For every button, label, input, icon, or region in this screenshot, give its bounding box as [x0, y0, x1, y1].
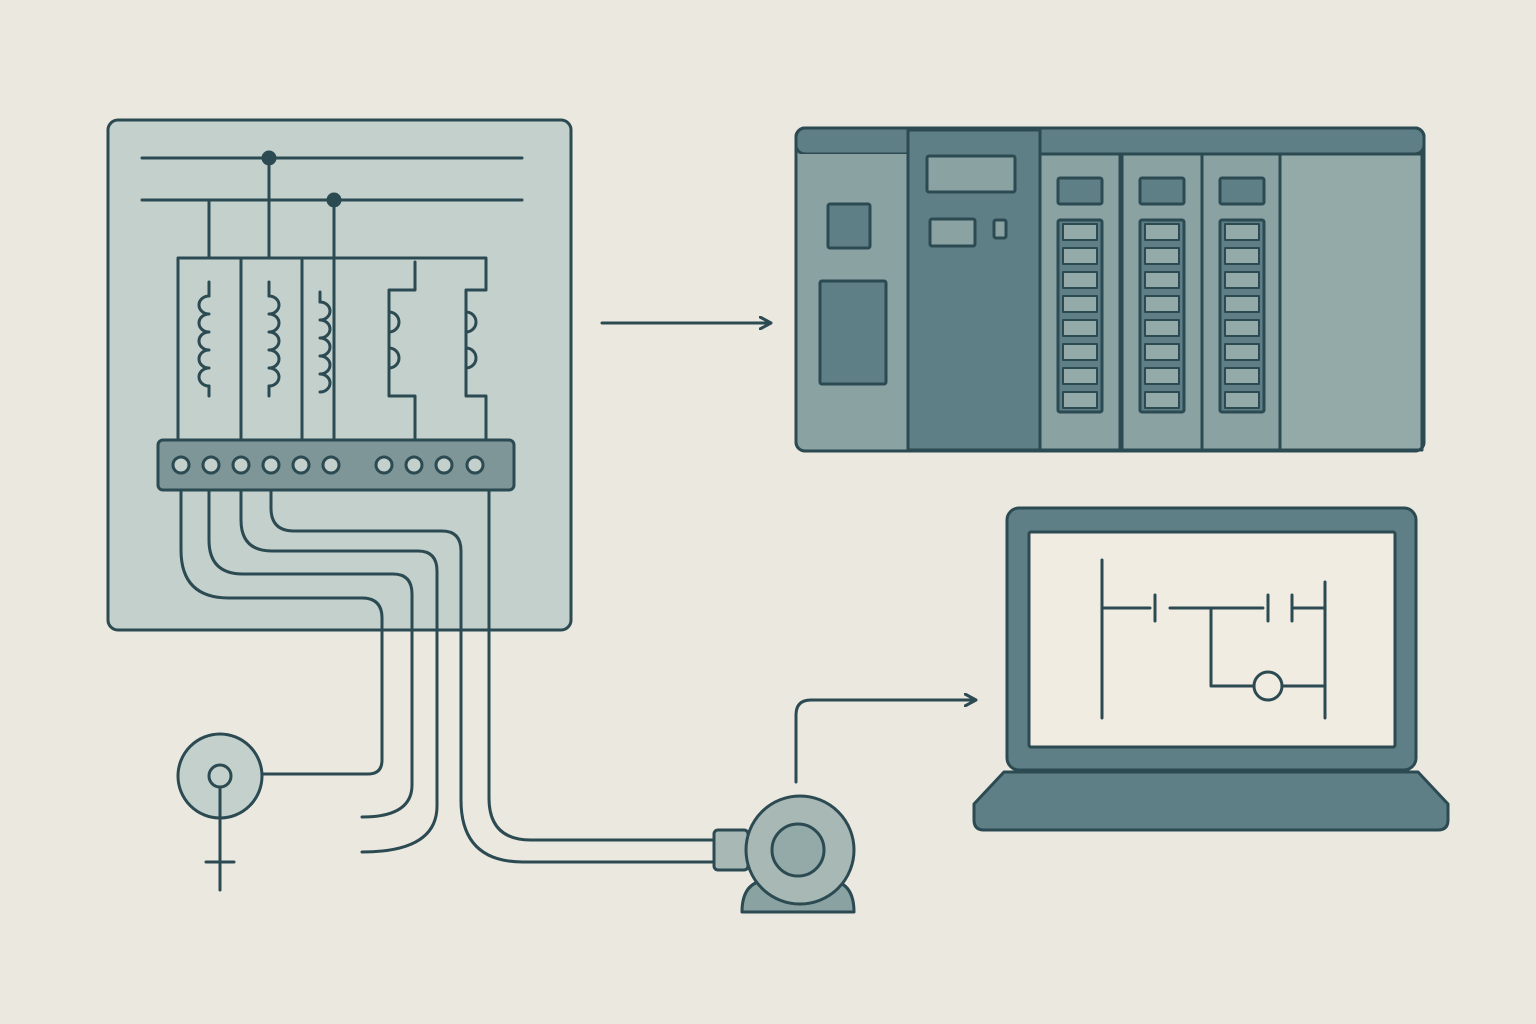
- contactor-coil-icon: [387, 310, 401, 370]
- io-channel: [1062, 295, 1098, 313]
- contactor-bracket: [387, 260, 417, 442]
- sensor-icon: [176, 732, 264, 892]
- io-channel: [1062, 247, 1098, 265]
- io-channel: [1224, 295, 1260, 313]
- io-channel: [1144, 367, 1180, 385]
- power-supply-indicator: [826, 202, 872, 250]
- plc-rack-frame: [794, 126, 1426, 453]
- io-channel: [1062, 319, 1098, 337]
- io-channel: [1224, 367, 1260, 385]
- io-channel: [1062, 367, 1098, 385]
- io-terminal-block: [1138, 218, 1186, 414]
- motor-terminal-box: [712, 828, 750, 872]
- laptop-base: [972, 770, 1450, 832]
- cpu-port: [992, 218, 1008, 240]
- io-channel: [1144, 271, 1180, 289]
- panel-wiring: [179, 488, 720, 864]
- io-channel: [1062, 223, 1098, 241]
- cpu-display: [925, 154, 1017, 194]
- relay-coil-icon: [318, 290, 332, 394]
- terminal-screw: [374, 455, 394, 475]
- terminal-screw: [291, 455, 311, 475]
- laptop-icon: [972, 506, 1450, 832]
- terminal-screw: [404, 455, 424, 475]
- terminal-screw: [465, 455, 485, 475]
- terminal-screw: [434, 455, 454, 475]
- io-channel: [1224, 271, 1260, 289]
- io-module-status-led: [1218, 176, 1266, 206]
- motor-signal-wire: [794, 700, 975, 784]
- io-module-status-led: [1138, 176, 1186, 206]
- terminal-screw: [321, 455, 341, 475]
- motor-shaft: [770, 822, 826, 878]
- electric-motor-icon: [712, 700, 975, 914]
- terminal-screw: [201, 455, 221, 475]
- relay-coil-icon: [267, 280, 281, 398]
- io-channel: [1224, 223, 1260, 241]
- io-channel: [1224, 247, 1260, 265]
- io-channel: [1224, 319, 1260, 337]
- io-channel: [1144, 343, 1180, 361]
- plc-top-rail: [794, 126, 1426, 156]
- contactor-coil-icon: [464, 310, 478, 370]
- io-channel: [1144, 319, 1180, 337]
- terminal-screw: [231, 455, 251, 475]
- terminal-screw: [261, 455, 281, 475]
- plc-io-modules: [1038, 152, 1284, 452]
- io-channel: [1144, 223, 1180, 241]
- io-terminal-block: [1218, 218, 1266, 414]
- terminal-screw: [171, 455, 191, 475]
- io-channel: [1144, 247, 1180, 265]
- io-module-status-led: [1056, 176, 1104, 206]
- plc-blank-module: [1278, 152, 1424, 452]
- cpu-status-led: [928, 217, 977, 248]
- io-channel: [1144, 391, 1180, 409]
- io-terminal-block: [1056, 218, 1104, 414]
- ladder-logic-diagram-icon: [1100, 558, 1327, 720]
- io-channel: [1062, 271, 1098, 289]
- io-channel: [1224, 391, 1260, 409]
- terminal-screws: [171, 455, 485, 475]
- io-channel: [1224, 343, 1260, 361]
- io-channel: [1062, 343, 1098, 361]
- io-channel: [1062, 391, 1098, 409]
- power-supply-display: [818, 279, 888, 386]
- io-channel: [1144, 295, 1180, 313]
- relay-coil-icon: [197, 280, 211, 398]
- relay-block: [176, 256, 488, 442]
- plc-rack-icon: [794, 126, 1426, 453]
- control-panel: [106, 118, 720, 864]
